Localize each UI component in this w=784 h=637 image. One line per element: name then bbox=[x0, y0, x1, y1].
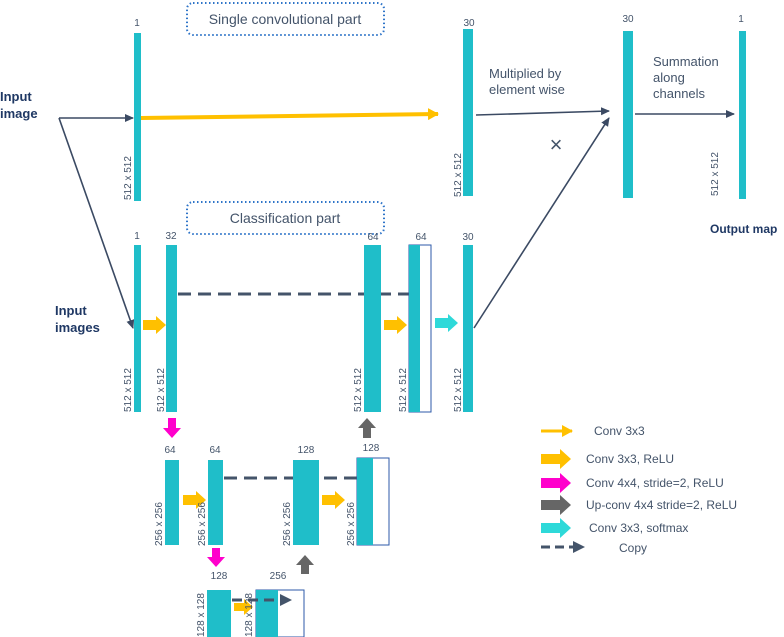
multiply-arrow bbox=[475, 107, 610, 116]
dim-l3-128b: 128 x 128 bbox=[244, 593, 255, 637]
dim-l2-128b: 256 x 256 bbox=[346, 502, 357, 546]
classification-part-label: Classification part bbox=[230, 210, 341, 226]
legend-label-up-conv: Up-conv 4x4 stride=2, ReLU bbox=[586, 498, 737, 512]
feature-map-l3-128 bbox=[207, 590, 231, 637]
channel-cls-64b: 64 bbox=[415, 232, 427, 243]
channel-cls-32: 32 bbox=[165, 231, 177, 242]
feature-map-cls-64b bbox=[409, 245, 420, 412]
dashed-arrow-icon-head bbox=[573, 541, 585, 553]
channel-cls-30: 30 bbox=[462, 232, 474, 243]
cyan-block-arrow-icon bbox=[541, 518, 571, 538]
legend-label-conv-relu: Conv 3x3, ReLU bbox=[586, 452, 674, 466]
feature-map-cls-32 bbox=[166, 245, 177, 412]
dim-l2-64a: 256 x 256 bbox=[154, 502, 165, 546]
cls-conv-relu-arrow-2 bbox=[384, 316, 407, 334]
multiply-symbol: × bbox=[550, 132, 563, 157]
channel-l3-128: 128 bbox=[211, 571, 228, 582]
dim-top-mid: 512 x 512 bbox=[453, 153, 464, 197]
channel-top-mid: 30 bbox=[463, 18, 475, 29]
feature-map-l2-128a bbox=[293, 460, 319, 545]
input-to-cls-in-arrow bbox=[58, 117, 135, 329]
cls-conv-relu-arrow-1 bbox=[143, 316, 166, 334]
input-images-label-line1: Input bbox=[55, 303, 87, 318]
feature-map-output bbox=[739, 31, 746, 199]
channel-top-mul: 30 bbox=[622, 14, 634, 25]
summation-label-line1: Summation bbox=[653, 54, 719, 69]
input-images-label-line2: images bbox=[55, 320, 100, 335]
dim-top-out: 512 x 512 bbox=[710, 152, 721, 196]
l2-conv-relu-arrow-2 bbox=[322, 491, 345, 509]
input-image-label-line1: Input bbox=[0, 89, 32, 104]
feature-map-l2-128b bbox=[357, 458, 373, 545]
l3-conv-relu-arrow bbox=[234, 599, 253, 615]
dim-l3-128a: 128 x 128 bbox=[196, 593, 207, 637]
down-conv-arrow-1 bbox=[163, 418, 181, 438]
legend-label-down-conv: Conv 4x4, stride=2, ReLU bbox=[586, 476, 724, 490]
channel-l2-64a: 64 bbox=[164, 445, 176, 456]
legend-label-softmax: Conv 3x3, softmax bbox=[589, 521, 688, 535]
dim-cls-64b: 512 x 512 bbox=[398, 368, 409, 412]
channel-l2-64b: 64 bbox=[209, 445, 221, 456]
feature-map-l3-256 bbox=[256, 590, 278, 637]
feature-map-cls-64a bbox=[364, 245, 381, 412]
legend-label-conv3x3: Conv 3x3 bbox=[594, 424, 645, 438]
classification-part-box bbox=[186, 201, 385, 235]
channel-l2-128a: 128 bbox=[298, 445, 315, 456]
channel-l2-128b: 128 bbox=[363, 443, 380, 454]
single-conv-part-box bbox=[186, 2, 385, 36]
channel-l3-256: 256 bbox=[270, 571, 287, 582]
up-conv-arrow-1 bbox=[358, 418, 376, 438]
copy-arrow-level3-head bbox=[280, 594, 292, 606]
dim-l2-128a: 256 x 256 bbox=[282, 502, 293, 546]
input-image-label-line2: image bbox=[0, 106, 38, 121]
dim-cls-32: 512 x 512 bbox=[156, 368, 167, 412]
feature-map-top-mid bbox=[463, 29, 473, 196]
top-conv3x3-arrow bbox=[140, 108, 439, 121]
feature-map-top-mul bbox=[623, 31, 633, 198]
feature-map-l2-64a bbox=[165, 460, 179, 545]
cls-softmax-arrow bbox=[435, 314, 458, 332]
channel-cls-in: 1 bbox=[134, 231, 140, 242]
channel-cls-64a: 64 bbox=[367, 232, 379, 243]
summation-label-line2: along bbox=[653, 70, 685, 85]
feature-map-l2-64b bbox=[208, 460, 223, 545]
feature-map-top-in bbox=[134, 33, 141, 201]
multiplied-label-line1: Multiplied by bbox=[489, 66, 562, 81]
dim-cls-30: 512 x 512 bbox=[453, 368, 464, 412]
yellow-block-arrow-icon bbox=[541, 449, 571, 469]
magenta-block-arrow-icon bbox=[541, 473, 571, 493]
channel-top-out: 1 bbox=[738, 14, 744, 25]
softmax-to-multiply-arrow bbox=[473, 117, 610, 329]
dim-cls-in: 512 x 512 bbox=[123, 368, 134, 412]
summation-label-line3: channels bbox=[653, 86, 706, 101]
feature-map-cls-30 bbox=[463, 245, 473, 412]
up-conv-arrow-2 bbox=[296, 555, 314, 574]
legend-label-copy: Copy bbox=[619, 541, 647, 555]
dim-l2-64b: 256 x 256 bbox=[197, 502, 208, 546]
channel-top-in: 1 bbox=[134, 18, 140, 29]
output-map-label: Output map bbox=[710, 222, 777, 236]
down-conv-arrow-2 bbox=[207, 548, 225, 567]
multiplied-label-line2: element wise bbox=[489, 82, 565, 97]
single-conv-part-label: Single convolutional part bbox=[209, 11, 362, 27]
legend: Conv 3x3 Conv 3x3, ReLU Conv 4x4, stride… bbox=[541, 424, 737, 555]
dim-top-in: 512 x 512 bbox=[123, 156, 134, 200]
l2-conv-relu-arrow-1 bbox=[183, 491, 206, 509]
dim-cls-64a: 512 x 512 bbox=[353, 368, 364, 412]
gray-block-arrow-icon bbox=[541, 495, 571, 515]
feature-map-cls-in bbox=[134, 245, 141, 412]
